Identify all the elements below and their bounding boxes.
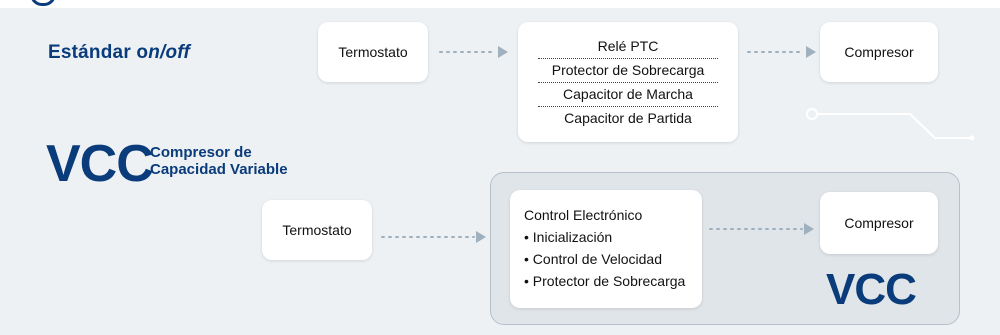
vcc-subtitle-line2: Capacidad Variable [150, 161, 288, 178]
arrow-components-to-compresor [747, 46, 816, 58]
arrow-termostato-to-control [381, 231, 486, 243]
compresor-label-vcc: Compresor [844, 215, 914, 231]
vcc-subtitle: Compresor de Capacidad Variable [150, 144, 288, 178]
control-item-protector: • Protector de Sobrecarga [524, 273, 686, 289]
control-electronico-box: Control Electrónico • Inicialización • C… [510, 190, 702, 308]
component-protector-sobrecarga: Protector de Sobrecarga [538, 59, 718, 83]
standard-title-emph: n/off [148, 42, 191, 63]
component-capacitor-partida: Capacitor de Partida [564, 109, 692, 126]
termostato-label-vcc: Termostato [282, 222, 352, 238]
compresor-box-vcc: Compresor [820, 192, 938, 254]
header-strip [0, 0, 1000, 8]
standard-title: Estándar on/off [48, 42, 190, 64]
vcc-logo: VCC [46, 135, 154, 193]
compresor-box-standard: Compresor [820, 22, 938, 82]
termostato-box-standard: Termostato [318, 22, 428, 82]
vcc-panel-mark: VCC [826, 265, 917, 314]
circuit-line-decoration [806, 108, 975, 141]
components-box: Relé PTC Protector de Sobrecarga Capacit… [518, 22, 738, 142]
standard-title-prefix: Estándar o [48, 42, 149, 63]
header-logo-fragment [30, 0, 56, 6]
control-item-inicializacion: • Inicialización [524, 229, 613, 245]
control-title: Control Electrónico [524, 207, 643, 223]
termostato-label-standard: Termostato [338, 44, 408, 60]
component-capacitor-marcha: Capacitor de Marcha [538, 83, 718, 107]
compresor-label-standard: Compresor [844, 44, 914, 60]
component-rele-ptc: Relé PTC [538, 35, 718, 59]
control-item-velocidad: • Control de Velocidad [524, 251, 662, 267]
vcc-subtitle-line1: Compresor de [150, 144, 252, 161]
arrow-control-to-compresor [709, 223, 814, 235]
termostato-box-vcc: Termostato [262, 200, 372, 260]
arrow-termostato-to-components [439, 46, 508, 58]
